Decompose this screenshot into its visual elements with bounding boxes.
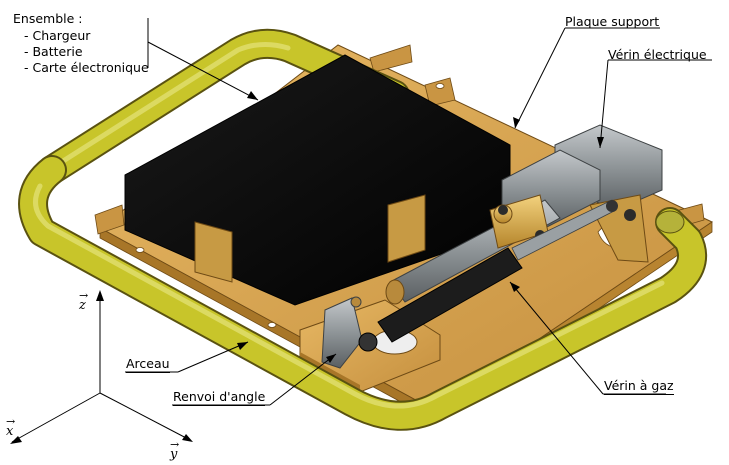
axis-trihedron xyxy=(11,296,191,443)
vector-arrow-x: → xyxy=(6,415,16,428)
label-verin-electrique: Vérin électrique xyxy=(608,47,707,62)
axis-z-letter: z xyxy=(79,298,86,313)
ensemble-item-carte-electronique: - Carte électronique xyxy=(24,60,149,75)
ensemble-item-chargeur: - Chargeur xyxy=(24,28,91,43)
axis-label-x: x→ xyxy=(6,415,15,439)
axis-x-letter: x xyxy=(6,424,14,439)
bielle-laiton xyxy=(489,194,549,249)
verin-gaz xyxy=(377,199,618,343)
leader-arrowheads xyxy=(237,91,604,363)
vector-arrow-z: → xyxy=(79,289,89,302)
axis-y-letter: y xyxy=(170,447,178,462)
ensemble-title: Ensemble : xyxy=(13,11,83,26)
label-verin-gaz: Vérin à gaz xyxy=(604,378,674,395)
arceau-back xyxy=(37,28,410,185)
axis-label-y: y→ xyxy=(170,438,179,462)
axis-label-z: z→ xyxy=(79,289,88,313)
ensemble-item-batterie: - Batterie xyxy=(24,44,83,59)
label-renvoi-angle: Renvoi d'angle xyxy=(173,389,266,406)
label-plaque-support: Plaque support xyxy=(565,14,660,29)
vector-arrow-y: → xyxy=(170,438,180,451)
label-arceau: Arceau xyxy=(126,356,170,373)
boitier-noir xyxy=(124,54,511,306)
arceau-front xyxy=(18,155,707,431)
axis-arrowheads xyxy=(10,290,193,444)
